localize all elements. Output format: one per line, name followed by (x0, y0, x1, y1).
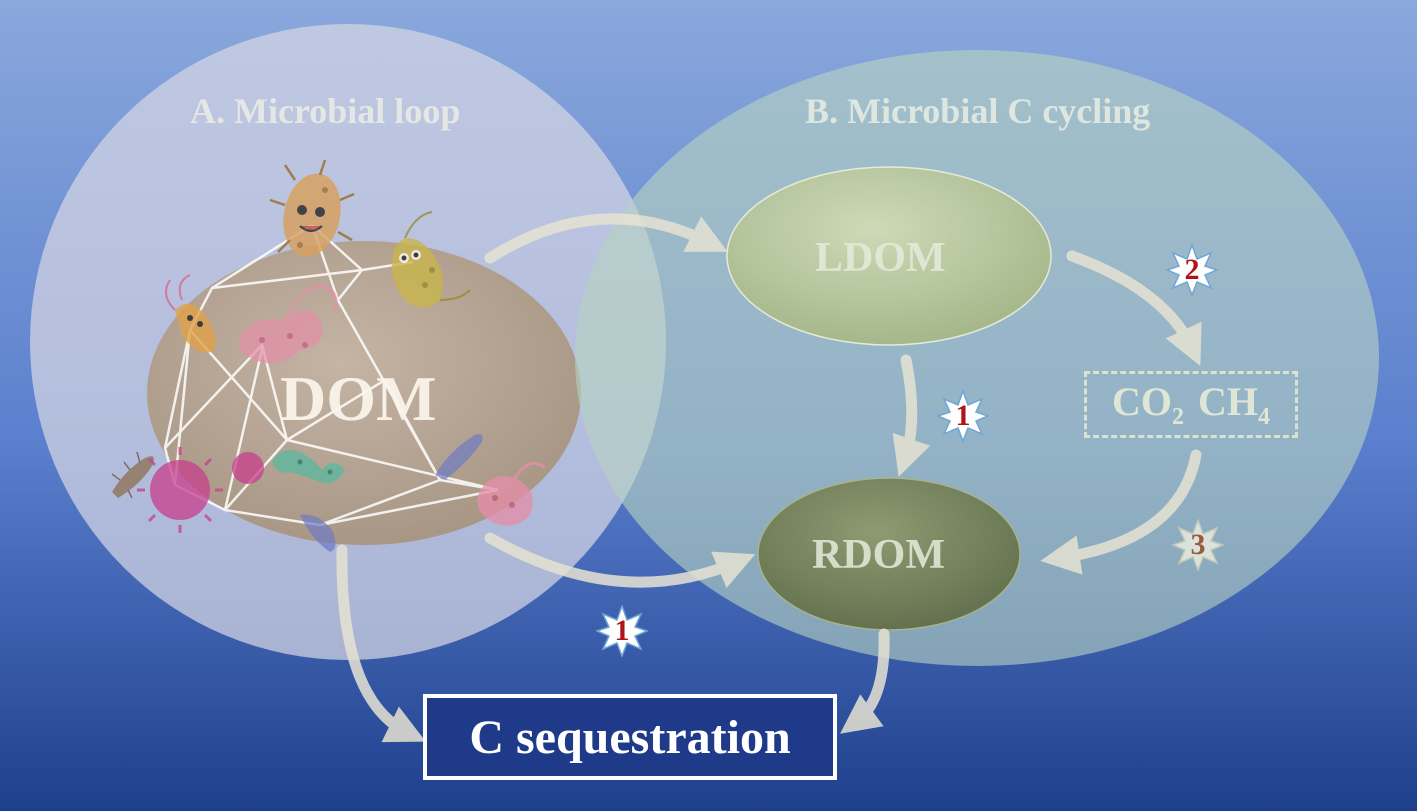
step-badge-3: 3 (1172, 519, 1224, 571)
brown-rod-bacterium-icon (111, 451, 154, 499)
ch4-label: CH4 (1198, 379, 1270, 430)
pink-curly-bacterium-icon (477, 461, 546, 526)
blue-rod-bacterium-icon (300, 434, 483, 552)
ldom-label: LDOM (815, 235, 946, 281)
pink-bacterium-icon (239, 283, 338, 364)
arrow-ldom-to-gases (1066, 250, 1202, 366)
arrow-ldom-to-rdom (892, 354, 931, 477)
ldom-ellipse (726, 166, 1052, 346)
step-badge-1-dom-rdom: 1 (596, 605, 648, 657)
co2-label: CO2 (1112, 379, 1184, 430)
small-orange-bacterium-icon (165, 274, 216, 353)
rdom-ellipse (757, 477, 1021, 631)
microbial-loop-title: A. Microbial loop (190, 91, 461, 131)
orange-bacterium-icon (269, 159, 355, 257)
arrow-dom-to-sequestration (336, 544, 426, 743)
yellow-bacterium-icon (391, 211, 471, 308)
c-sequestration-label: C sequestration (469, 710, 791, 764)
rdom-label: RDOM (812, 532, 945, 578)
step-badge-1-ldom-rdom: 1 (937, 390, 989, 442)
c-sequestration-box: C sequestration (423, 694, 837, 780)
green-worm-bacterium-icon (272, 449, 345, 484)
gases-box: CO2 CH4 (1084, 371, 1298, 438)
microbial-c-cycling-title: B. Microbial C cycling (805, 91, 1151, 131)
dom-label: DOM (280, 363, 437, 434)
step-badge-2: 2 (1166, 244, 1218, 296)
arrow-rdom-to-sequestration (840, 628, 890, 734)
arrow-dom-to-rdom (484, 532, 756, 588)
magenta-spiky-bacterium-icon (137, 447, 264, 533)
arrow-gases-to-rdom (1040, 449, 1202, 575)
arrow-dom-to-ldom (484, 213, 728, 264)
